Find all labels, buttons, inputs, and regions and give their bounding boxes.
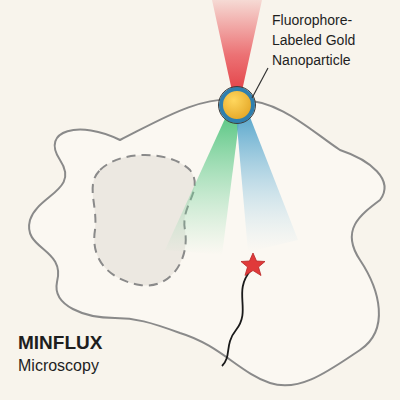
emission-beam-green bbox=[165, 112, 240, 255]
diagram-subtitle: Microscopy bbox=[18, 356, 218, 376]
emission-beam-blue bbox=[236, 112, 298, 252]
tether-line bbox=[222, 270, 251, 366]
excitation-beam-red bbox=[212, 0, 262, 100]
gold-nanoparticle bbox=[221, 89, 253, 121]
callout-label: Fluorophore- Labeled Gold Nanoparticle bbox=[272, 10, 392, 70]
leader-line bbox=[252, 68, 268, 98]
nanoparticle-rim bbox=[219, 87, 256, 124]
diagram-title: MINFLUX bbox=[18, 332, 218, 354]
fluorophore-star bbox=[241, 253, 265, 276]
